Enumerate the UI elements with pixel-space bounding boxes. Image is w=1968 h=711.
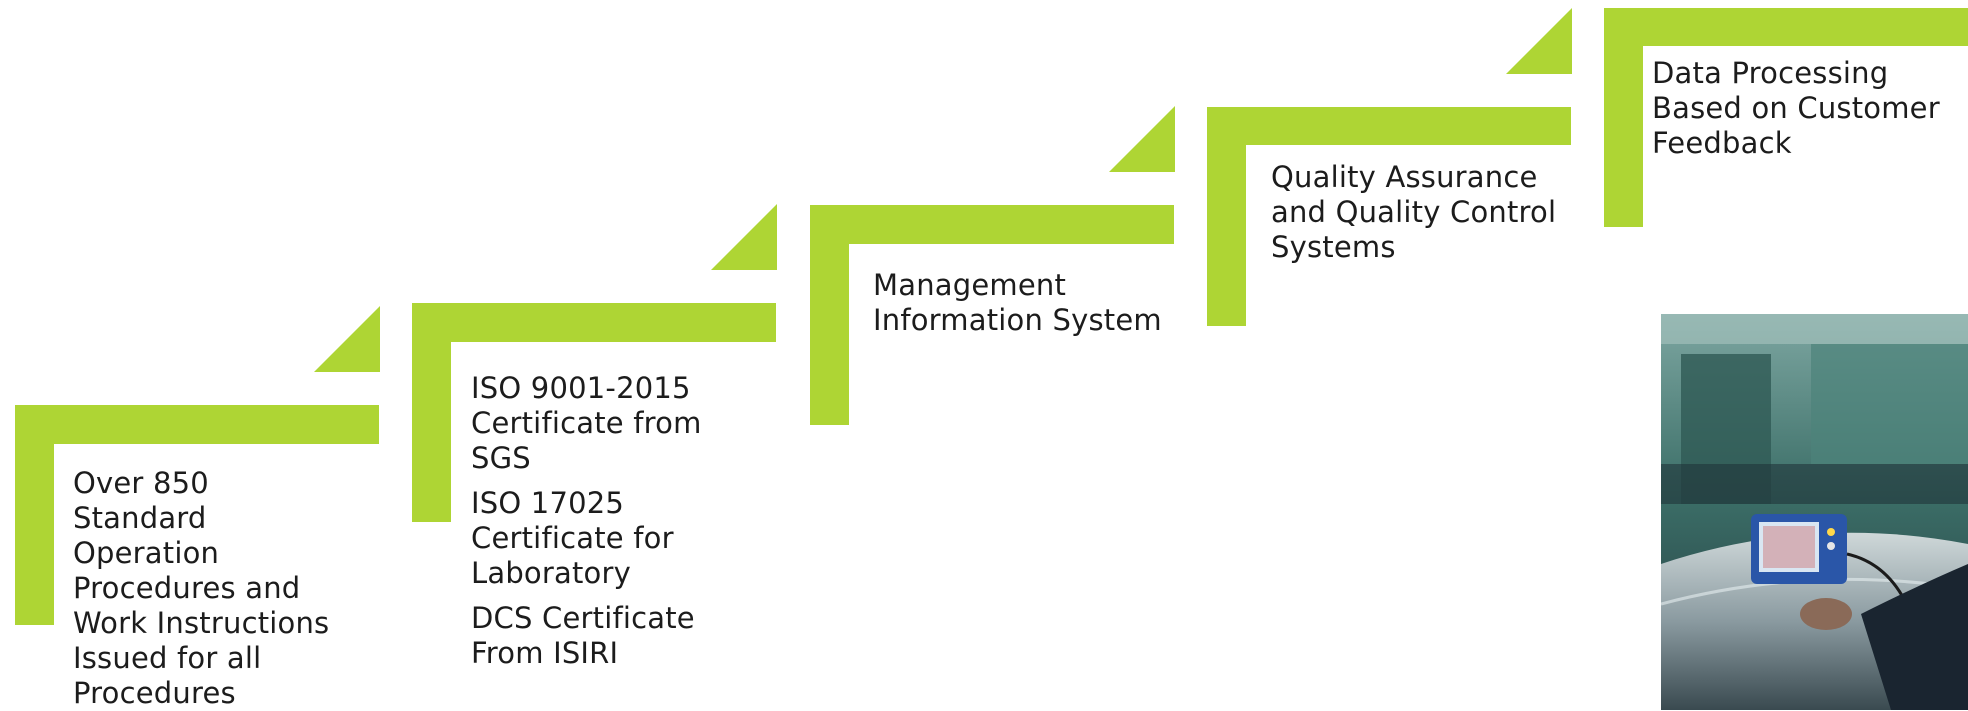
step-2-text: ISO 9001-2015 Certificate from SGS ISO 1… (471, 371, 731, 671)
step-4-line-1: Quality Assurance and Quality Control Sy… (1271, 160, 1557, 264)
step-5-line-1: Data Processing Based on Customer Feedba… (1652, 56, 1940, 160)
step-2-line-3: DCS Certificate From ISIRI (471, 601, 695, 670)
step-4-top-bar (1207, 107, 1571, 145)
step-4-arrow-triangle (1506, 8, 1572, 74)
step-4-text: Quality Assurance and Quality Control Sy… (1271, 160, 1571, 265)
step-1-top-bar (15, 405, 379, 444)
step-3-top-bar (810, 205, 1174, 244)
step-1-side-bar (15, 405, 54, 625)
ultrasonic-testing-photo-illustration (1661, 314, 1968, 710)
step-5-side-bar (1604, 8, 1643, 227)
step-2-line-2: ISO 17025 Certificate for Laboratory (471, 486, 674, 590)
step-5-top-bar (1604, 8, 1968, 46)
step-2-top-bar (412, 303, 776, 342)
step-2-line-1: ISO 9001-2015 Certificate from SGS (471, 371, 702, 475)
step-4-side-bar (1207, 107, 1246, 326)
step-1-line-1: Over 850 Standard Operation Procedures a… (73, 466, 330, 710)
step-3-line-1: Management Information System (873, 268, 1162, 337)
step-3-arrow-triangle (1109, 106, 1175, 172)
step-3-side-bar (810, 205, 849, 425)
step-2-side-bar (412, 303, 451, 522)
step-3-text: Management Information System (873, 268, 1173, 338)
step-1-text: Over 850 Standard Operation Procedures a… (73, 466, 343, 711)
step-1-arrow-triangle (314, 306, 380, 372)
ultrasonic-testing-photo (1661, 314, 1968, 710)
step-2-arrow-triangle (711, 204, 777, 270)
step-5-text: Data Processing Based on Customer Feedba… (1652, 56, 1962, 161)
